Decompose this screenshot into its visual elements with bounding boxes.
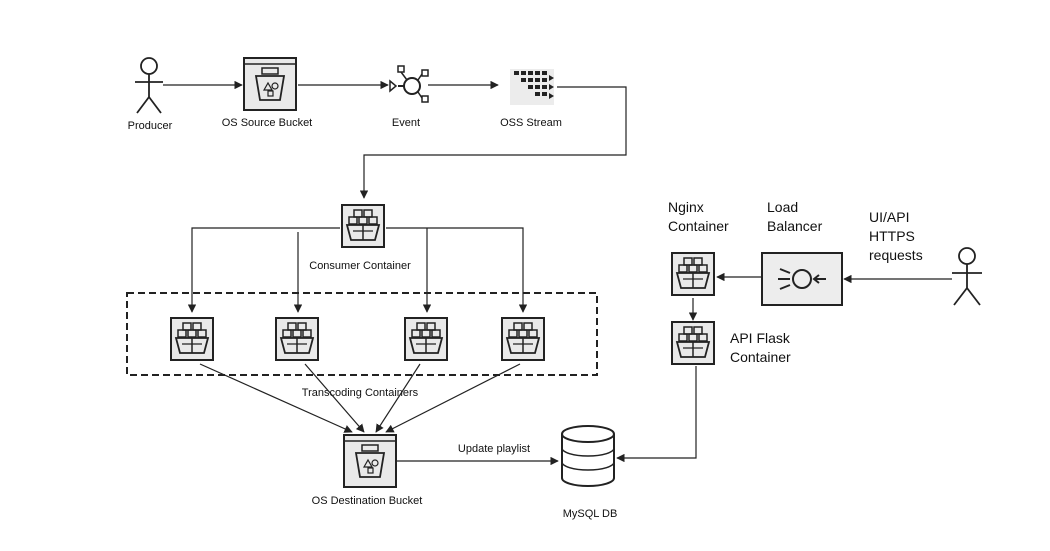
- transcoder-2-to-destination-arrow: [304, 363, 365, 433]
- destination-bucket-icon: [343, 434, 397, 488]
- api-flask-label-line1: API Flask: [730, 330, 791, 346]
- stream-to-consumer-arrow: [359, 86, 627, 199]
- mysql-db-label: MySQL DB: [563, 508, 618, 520]
- nginx-container-icon: [671, 252, 715, 296]
- transcoding-container-icon: [501, 317, 545, 361]
- producer-actor-icon: [135, 57, 163, 114]
- load-balancer-icon: [761, 252, 843, 306]
- transcoder-1-to-destination-arrow: [199, 363, 353, 433]
- transcoder-4-to-destination-arrow: [385, 363, 521, 433]
- nginx-label-line1: Nginx: [668, 199, 704, 215]
- transcoding-containers-label: Transcoding Containers: [302, 387, 419, 399]
- source-bucket-icon: [243, 57, 297, 111]
- load-balancer-label-line1: Load: [767, 199, 798, 215]
- transcoding-container-icon: [275, 317, 319, 361]
- consumer-to-transcoder-4-arrow: [386, 227, 528, 313]
- transcoding-group: [126, 292, 598, 376]
- nginx-label-line2: Container: [668, 218, 729, 234]
- event-icon: [389, 65, 429, 103]
- api-to-db-arrow: [616, 366, 697, 463]
- update-playlist-label: Update playlist: [458, 443, 530, 455]
- requests-label-line2: HTTPS: [869, 228, 915, 244]
- producer-label: Producer: [128, 120, 173, 132]
- consumer-container-label: Consumer Container: [309, 260, 411, 272]
- transcoding-container-icon: [404, 317, 448, 361]
- consumer-to-transcoder-1-arrow: [187, 227, 340, 313]
- api-flask-container-icon: [671, 321, 715, 365]
- api-flask-label-line2: Container: [730, 349, 791, 365]
- database-icon: [561, 425, 615, 487]
- source-bucket-label: OS Source Bucket: [222, 117, 313, 129]
- load-balancer-label-line2: Balancer: [767, 218, 823, 234]
- consumer-container-icon: [341, 204, 385, 248]
- user-actor-icon: [952, 247, 982, 306]
- requests-label-line3: requests: [869, 247, 923, 263]
- requests-label-line1: UI/API: [869, 209, 909, 225]
- transcoder-3-to-destination-arrow: [375, 363, 421, 433]
- oss-stream-label: OSS Stream: [500, 117, 562, 129]
- event-label: Event: [392, 117, 420, 129]
- destination-bucket-label: OS Destination Bucket: [312, 495, 423, 507]
- transcoding-container-icon: [170, 317, 214, 361]
- oss-stream-icon: [510, 69, 554, 105]
